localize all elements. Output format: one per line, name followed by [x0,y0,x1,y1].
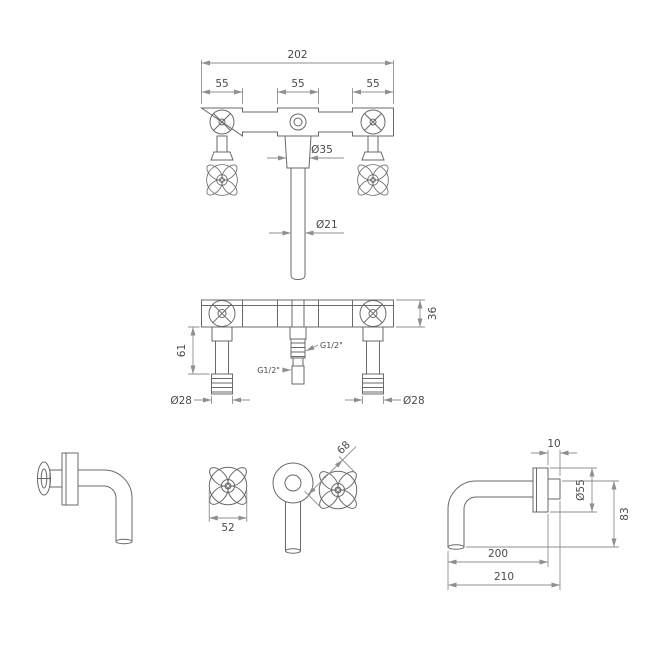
cross-handle-wheel-right [354,161,392,199]
dim-d21-label: Ø21 [316,219,338,231]
dim-55-center-label: 55 [291,78,304,90]
dim-83-label: 83 [619,507,631,520]
dim-d28-left-label: Ø28 [170,395,192,407]
handle-front-dimension-lines [208,490,248,522]
spout-side-view: 10 Ø55 83 200 210 [447,438,631,590]
dim-d35-label: Ø35 [311,144,333,156]
dim-d28-right-label: Ø28 [403,395,425,407]
spout-side-body [447,467,561,550]
dim-200-label: 200 [488,548,508,560]
plan-view-body [201,299,394,395]
handle-front-view: 52 [205,463,251,534]
front-view-dimension-lines [201,60,394,236]
dim-10-label: 10 [547,438,560,450]
dim-202-label: 202 [287,49,307,61]
cross-handle-wheel-left [203,161,241,199]
dim-55-left-label: 55 [215,78,228,90]
dim-68-label: 68 [335,439,353,457]
tap-side-view [37,452,133,545]
front-view-body [199,107,394,281]
plan-view-dimension-lines [188,299,425,404]
cross-handle-front [205,463,251,509]
tap-side-view-body [37,452,133,545]
thread-label-inlet: G1/2" [257,366,280,375]
dim-61-label: 61 [176,344,188,357]
dim-36-label: 36 [427,307,439,321]
dim-d55-label: Ø55 [575,479,587,501]
dim-55-right-label: 55 [366,78,379,90]
front-view: 202 55 55 55 Ø35 Ø21 [199,49,394,281]
dim-52-label: 52 [221,522,234,534]
cross-handle-diagonal [315,467,361,513]
spout-side-dimension-lines [447,450,619,590]
thread-label-spout: G1/2" [320,341,343,350]
handle-diagonal-dimension-lines [304,446,357,507]
escutcheon-front-view [272,462,314,554]
dim-210-label: 210 [494,571,514,583]
escutcheon-front-body [272,462,314,554]
plan-view: 36 61 G1/2" G1/2" Ø28 Ø28 [170,299,439,407]
handle-diagonal-view: 68 [304,439,361,513]
